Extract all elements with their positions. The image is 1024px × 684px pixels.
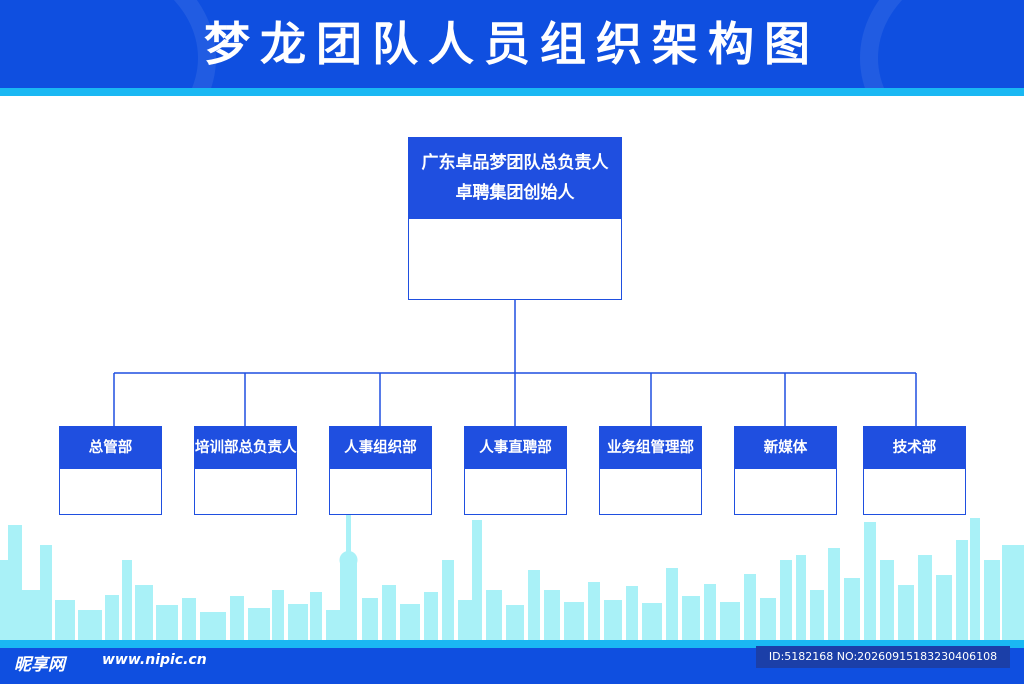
- department-label: 人事组织部: [330, 427, 431, 469]
- root-title-line2: 卓聘集团创始人: [455, 183, 575, 203]
- department-node: 技术部: [863, 426, 966, 515]
- department-node: 人事直聘部: [464, 426, 567, 515]
- header-bar: 梦龙团队人员组织架构图: [0, 0, 1024, 88]
- footer-stripe: [0, 640, 1024, 648]
- department-node: 人事组织部: [329, 426, 432, 515]
- watermark-logo: 昵享网: [14, 655, 65, 675]
- root-title-line1: 广东卓品梦团队总负责人: [421, 153, 609, 173]
- department-node: 培训部总负责人: [194, 426, 297, 515]
- department-label: 人事直聘部: [465, 427, 566, 469]
- root-node: 广东卓品梦团队总负责人 卓聘集团创始人: [408, 137, 622, 300]
- department-node: 业务组管理部: [599, 426, 702, 515]
- department-label: 技术部: [864, 427, 965, 469]
- root-node-header: 广东卓品梦团队总负责人 卓聘集团创始人: [409, 138, 621, 219]
- watermark-url: www.nipic.cn: [102, 652, 207, 668]
- department-label: 总管部: [60, 427, 161, 469]
- department-label: 新媒体: [735, 427, 836, 469]
- watermark-id: ID:5182168 NO:20260915183230406108: [756, 646, 1010, 668]
- department-label: 培训部总负责人: [195, 427, 297, 469]
- department-label: 业务组管理部: [600, 427, 701, 469]
- header-stripe: [0, 88, 1024, 96]
- department-node: 新媒体: [734, 426, 837, 515]
- department-node: 总管部: [59, 426, 162, 515]
- page-title: 梦龙团队人员组织架构图: [204, 17, 820, 71]
